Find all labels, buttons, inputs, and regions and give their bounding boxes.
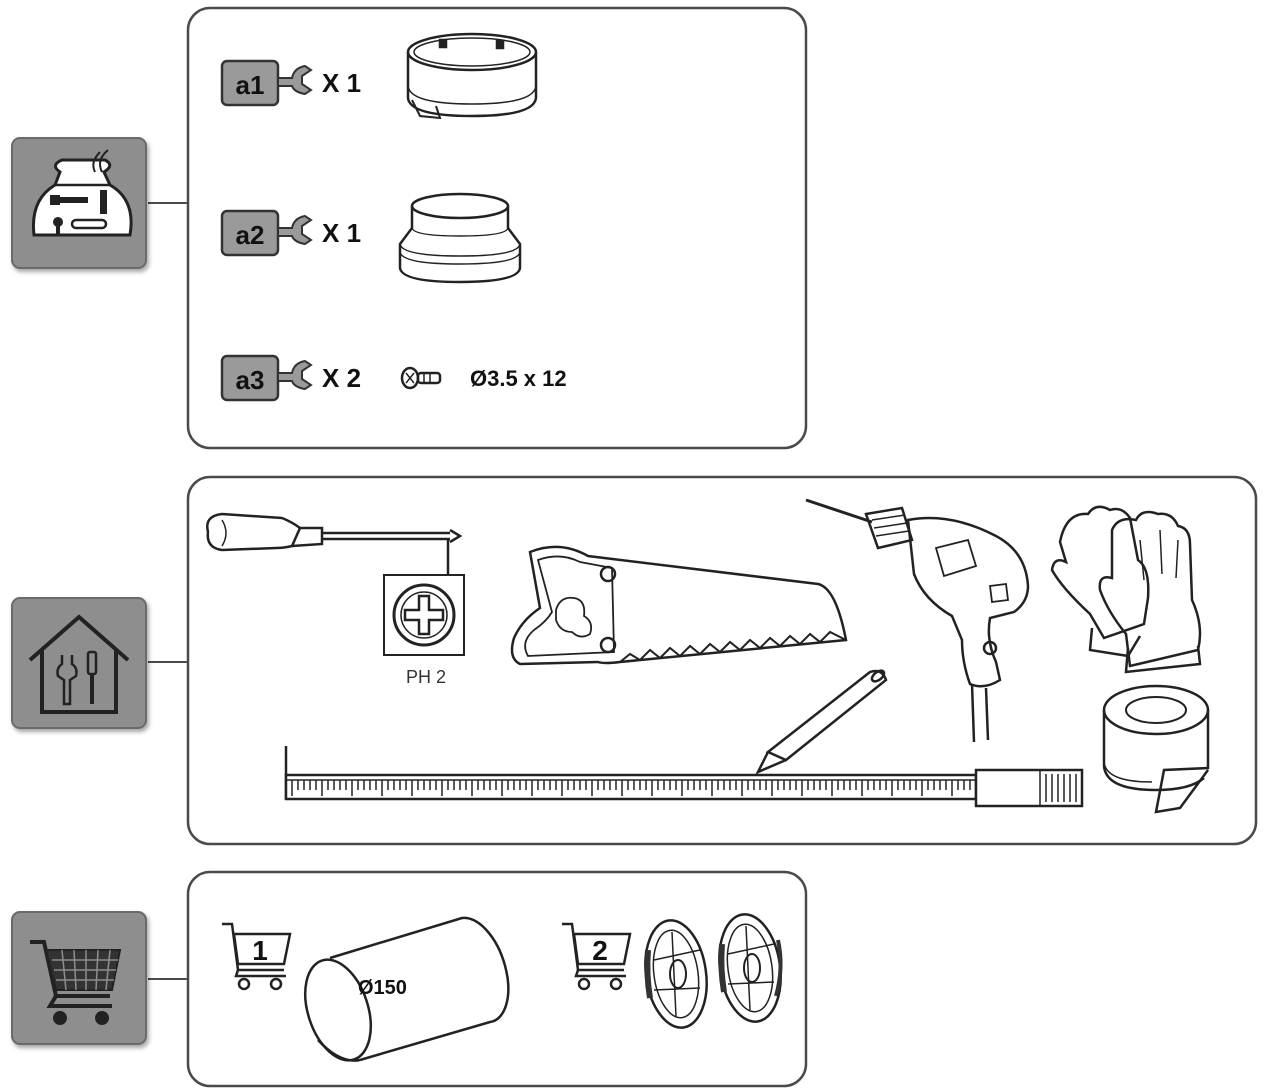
pencil-icon bbox=[755, 669, 888, 775]
reducer-adapter-icon bbox=[398, 192, 522, 284]
purchase-panel bbox=[186, 870, 808, 1088]
drill-icon bbox=[805, 498, 1030, 743]
wrench-icon bbox=[277, 359, 313, 391]
collar-ring-icon bbox=[406, 32, 538, 120]
purchase-item-number: 1 bbox=[252, 935, 268, 966]
wrench-icon bbox=[277, 214, 313, 246]
charcoal-filter-icon bbox=[644, 913, 783, 1029]
part-code: a1 bbox=[236, 70, 265, 100]
gloves-icon bbox=[1050, 505, 1202, 674]
shopping-cart-icon bbox=[11, 911, 147, 1045]
cart-icon bbox=[222, 922, 292, 991]
tape-ticks bbox=[291, 780, 971, 796]
tools-panel bbox=[186, 475, 1258, 846]
purchase-item-2: 2 bbox=[562, 913, 783, 1029]
purchase-item-1: 1 Ø150 bbox=[222, 916, 510, 1062]
part-quantity: X 1 bbox=[322, 68, 361, 98]
part-quantity: X 2 bbox=[322, 363, 361, 393]
part-row-a3: a3 X 2 Ø3.5 x 12 bbox=[220, 354, 567, 402]
house-tools-icon bbox=[11, 597, 147, 729]
part-row-a1: a1 X 1 bbox=[220, 32, 538, 120]
part-code: a2 bbox=[236, 220, 265, 250]
tools-needed-section: PH 2 bbox=[11, 475, 1258, 846]
supplied-parts-section: a1 X 1 a2 X 1 bbox=[11, 6, 808, 450]
wrench-icon bbox=[277, 64, 313, 96]
phillips-bit-icon bbox=[383, 574, 465, 656]
duct-diameter-label: Ø150 bbox=[358, 977, 407, 999]
saw-icon bbox=[510, 545, 848, 666]
screw-icon bbox=[400, 366, 442, 390]
supplied-parts-panel bbox=[186, 6, 808, 450]
bit-size-label: PH 2 bbox=[406, 667, 446, 687]
part-quantity: X 1 bbox=[322, 218, 361, 248]
part-code: a3 bbox=[236, 365, 265, 395]
measuring-tape-icon bbox=[284, 746, 1084, 808]
screw-size-spec: Ø3.5 x 12 bbox=[470, 366, 567, 391]
screwdriver-icon bbox=[206, 512, 463, 575]
duct-pipe-icon bbox=[304, 916, 510, 1062]
purchase-separately-section: 1 Ø150 2 bbox=[11, 870, 808, 1088]
purchase-item-number: 2 bbox=[592, 935, 608, 966]
cart-icon bbox=[562, 922, 632, 991]
adhesive-tape-icon bbox=[1102, 684, 1210, 814]
parts-bag-icon bbox=[11, 137, 147, 269]
part-row-a2: a2 X 1 bbox=[220, 192, 522, 284]
